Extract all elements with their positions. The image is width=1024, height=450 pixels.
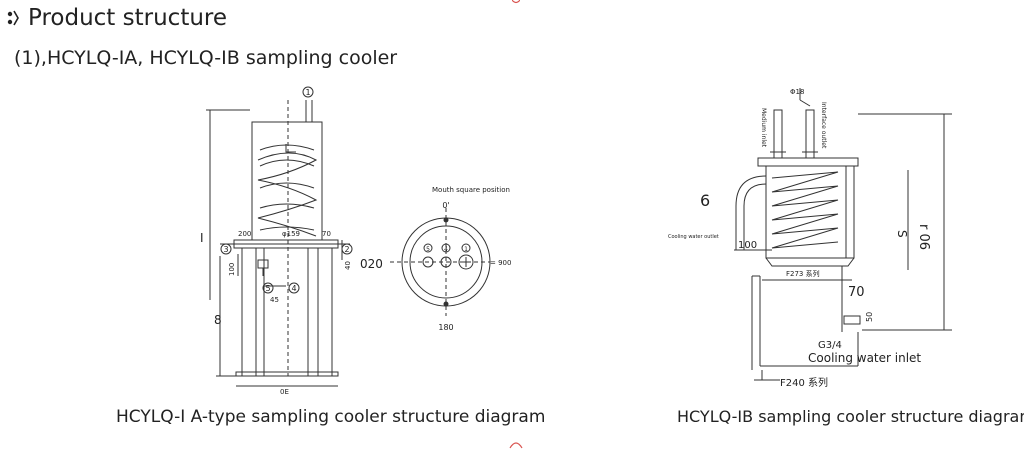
- figure-a-caption: HCYLQ-I A-type sampling cooler structure…: [116, 407, 546, 427]
- fig-a-circle-3: 3: [223, 245, 228, 254]
- red-mark-top: [512, 0, 520, 4]
- fig-b-dim-70: 70: [848, 285, 865, 300]
- fig-a-dim-020: 020: [360, 257, 383, 271]
- fig-a-dim-45: 45: [270, 296, 279, 304]
- fig-a-dim-8: 8: [214, 313, 222, 327]
- fig-b-dim-50: 50: [865, 312, 874, 322]
- fig-a-dim-i: I: [200, 231, 204, 245]
- fig-b-g34: G3/4: [818, 340, 842, 351]
- fig-a-dim-70: 70: [322, 230, 331, 238]
- fig-a-dim-0e: 0E: [280, 388, 289, 396]
- mouth-label-0: 0': [442, 201, 449, 210]
- mouth-label-900: = 900: [490, 259, 511, 267]
- fig-a-circle-2: 2: [344, 245, 349, 254]
- fig-b-phi18: Φ18: [790, 88, 804, 96]
- subtitle: (1),HCYLQ-IA, HCYLQ-IB sampling cooler: [14, 47, 398, 69]
- mouth-circle-5: 5: [426, 246, 430, 253]
- fig-a-dim-40: 40: [344, 261, 352, 270]
- fig-a-circle-5: 5: [265, 284, 270, 293]
- mouth-label-180: 180: [438, 323, 453, 332]
- figure-b-drawing: Φ18 Medium inlet Interface outlet 6 Cool…: [668, 88, 952, 389]
- fig-b-medium-inlet: Medium inlet: [760, 108, 767, 148]
- bullet-icon: [6, 8, 20, 28]
- figure-a-drawing: 1 2 3 4 5 200 φ159 70 100 45 40 020 8 I …: [200, 86, 511, 396]
- fig-b-f273: F273 系列: [786, 269, 820, 278]
- mouth-circle-1: 1: [464, 246, 468, 253]
- fig-b-dim-s: S: [895, 230, 909, 238]
- fig-b-dim-r06: r 06: [916, 224, 931, 250]
- figure-a-diagram: 1 2 3 4 5 200 φ159 70 100 45 40 020 8 I …: [190, 80, 520, 396]
- mouth-position-title: Mouth square position: [432, 186, 510, 194]
- fig-a-dim-200: 200: [238, 230, 251, 238]
- fig-b-dim-6: 6: [700, 191, 710, 210]
- mouth-circle-4: 4: [444, 246, 448, 253]
- red-mark-bottom: [509, 442, 523, 449]
- fig-b-f240: F240 系列: [780, 376, 828, 389]
- fig-a-dim-159: φ159: [282, 230, 300, 238]
- fig-b-cooling-inlet: Cooling water inlet: [808, 351, 921, 365]
- fig-a-circle-1: 1: [305, 88, 310, 97]
- section-heading: Product structure: [6, 2, 227, 34]
- fig-b-dim-100: 100: [738, 240, 757, 251]
- fig-b-interface-outlet: Interface outlet: [820, 102, 827, 149]
- section-title: Product structure: [28, 5, 228, 31]
- fig-b-cooling-outlet: Cooling water outlet: [668, 234, 719, 240]
- fig-a-circle-4: 4: [291, 284, 296, 293]
- fig-a-dim-100: 100: [228, 263, 236, 276]
- figure-b-diagram: Φ18 Medium inlet Interface outlet 6 Cool…: [662, 80, 1016, 396]
- figure-b-caption: HCYLQ-IB sampling cooler structure diagr…: [677, 407, 1024, 426]
